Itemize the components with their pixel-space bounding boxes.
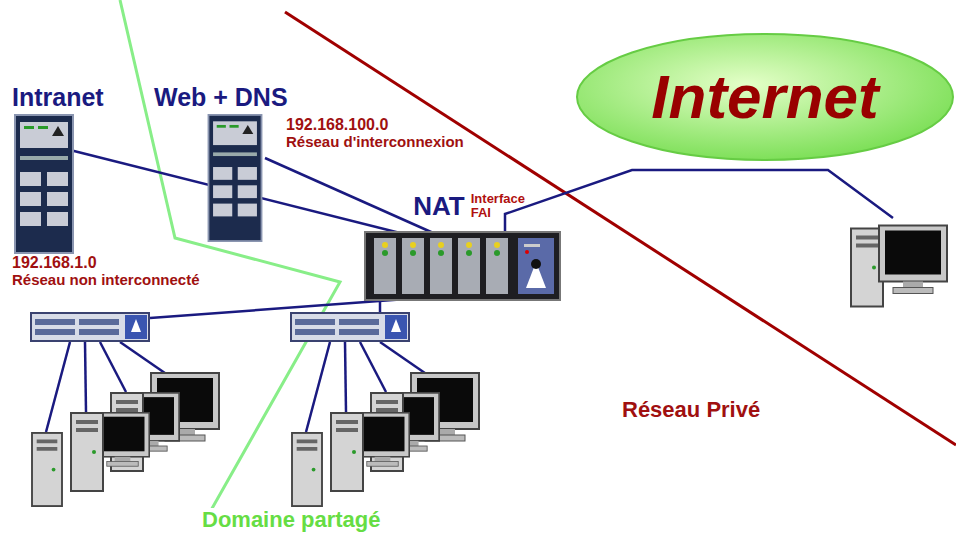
nat-router [365,232,560,300]
internet-cloud: Internet [575,32,955,162]
workstation-group [292,373,479,506]
zone-label: Domaine partagé [200,508,383,532]
node-title: Internet [651,63,878,131]
remote-computer [851,226,947,307]
server-label: Intranet [10,84,106,112]
workstation-group [32,373,219,506]
domain-boundary [120,0,340,512]
node-subtitle: Interface FAI [471,192,543,221]
node-title: NAT [413,192,465,221]
network-address: 192.168.100.0 [284,116,390,134]
network-name: Réseau d'interconnexion [284,134,466,151]
intranet-server [15,115,73,253]
switch [31,313,149,341]
web-dns-server [208,115,261,241]
network-name: Réseau non interconnecté [10,272,202,289]
nat-label: NATInterface FAI [398,184,558,228]
switch [291,313,409,341]
zone-label: Réseau Privé [620,398,762,422]
server-label: Web + DNS [152,84,290,112]
network-address: 192.168.1.0 [10,254,99,272]
